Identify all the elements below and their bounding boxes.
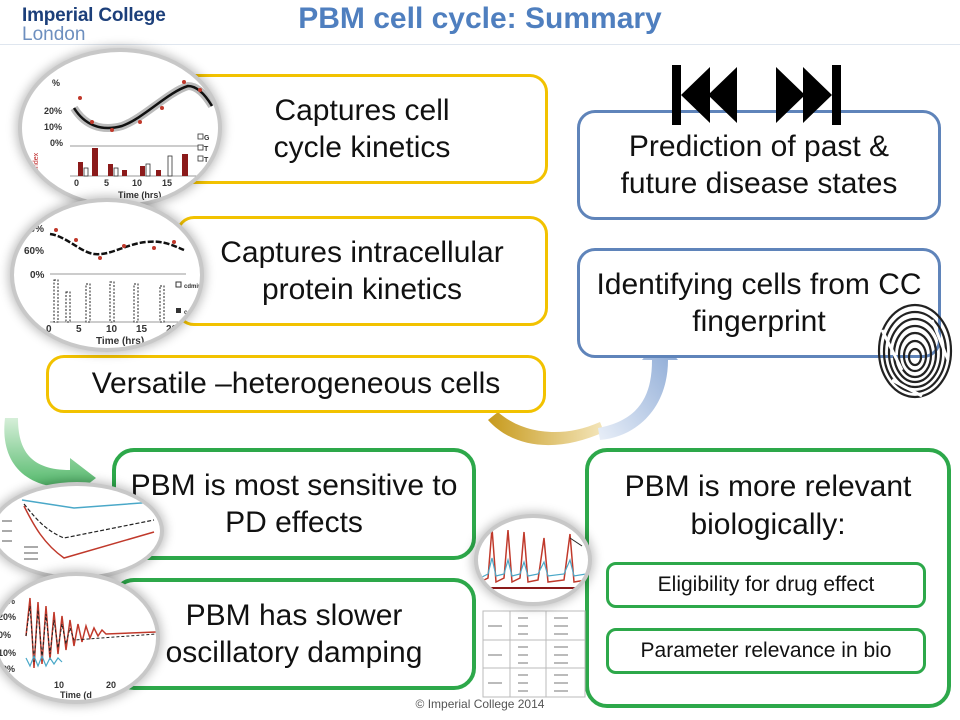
p2-ytick-2: 0% bbox=[30, 270, 45, 281]
p1-ylabel: Index bbox=[33, 152, 40, 170]
parameter-text: Parameter relevance in bio bbox=[640, 638, 892, 662]
p5-xtick-0: 10 bbox=[54, 680, 64, 690]
p2-xtick-1: 5 bbox=[76, 324, 82, 335]
captures-cell-cycle-box: Captures cell cycle kinetics bbox=[176, 74, 548, 184]
p1-ytick-1: 20% bbox=[44, 106, 62, 116]
p2-ytick-0: 20% bbox=[24, 224, 44, 235]
parameter-table bbox=[482, 610, 586, 698]
logo-line-1: Imperial College bbox=[22, 5, 166, 26]
slide-title: PBM cell cycle: Summary bbox=[298, 2, 662, 35]
p2-xlabel: Time (hrs) bbox=[96, 336, 144, 347]
p2-xtick-0: 0 bbox=[46, 324, 52, 335]
pbm-sensitive-box: PBM is most sensitive to PD effects bbox=[112, 448, 476, 560]
pd-effect-plot bbox=[2, 499, 155, 560]
cell-cycle-plot: % 20% 10% 0% 0 5 10 15 20 Time (hrs) G T… bbox=[33, 78, 216, 200]
damping-plot-circle: 0% 20% 0% 10% 0% 10 20 Time (d bbox=[0, 576, 156, 700]
damping-plot: 0% 20% 0% 10% 0% 10 20 Time (d bbox=[0, 596, 156, 700]
p5-xlabel: Time (d bbox=[60, 690, 92, 700]
p2-legend-0: cdmin bbox=[184, 284, 200, 290]
p2-ytick-1: 60% bbox=[24, 246, 44, 257]
cell-cycle-plot-circle: % 20% 10% 0% 0 5 10 15 20 Time (hrs) G T… bbox=[22, 52, 218, 204]
skip-back-icon bbox=[672, 65, 737, 125]
p1-legend-1: T bbox=[204, 146, 209, 153]
p1-ytick-3: 0% bbox=[50, 138, 63, 148]
eligibility-box: Eligibility for drug effect bbox=[606, 562, 926, 608]
p2-xtick-2: 10 bbox=[106, 324, 118, 335]
p1-legend-0: G bbox=[204, 135, 210, 142]
gold-arrow bbox=[488, 412, 604, 446]
prediction-box: Prediction of past & future disease stat… bbox=[577, 110, 941, 220]
footer-copyright: © Imperial College 2014 bbox=[415, 697, 545, 711]
p1-xtick-3: 15 bbox=[162, 178, 172, 188]
blue-arrow bbox=[598, 338, 678, 440]
title-divider bbox=[0, 44, 960, 45]
p1-ytick-2: 10% bbox=[44, 122, 62, 132]
p1-xtick-2: 10 bbox=[132, 178, 142, 188]
p5-ytick-2: 0% bbox=[0, 630, 11, 640]
identifying-text: Identifying cells from CC fingerprint bbox=[596, 267, 922, 339]
p5-ytick-1: 20% bbox=[0, 612, 16, 622]
p5-xtick-1: 20 bbox=[106, 680, 116, 690]
protein-plot-circle: 20% 60% 0% 0 5 10 15 20 Time (hrs) cdmin… bbox=[14, 202, 200, 348]
green-arrow bbox=[4, 418, 96, 498]
skip-forward-icon bbox=[776, 65, 841, 125]
imperial-logo: Imperial College London bbox=[22, 5, 166, 45]
p1-xtick-1: 5 bbox=[104, 178, 109, 188]
parameter-box: Parameter relevance in bio bbox=[606, 628, 926, 674]
prediction-text: Prediction of past & future disease stat… bbox=[620, 129, 898, 201]
spike-plot-circle bbox=[478, 518, 588, 602]
pbm-relevant-text: PBM is more relevant biologically: bbox=[624, 470, 912, 541]
eligibility-text: Eligibility for drug effect bbox=[657, 572, 875, 596]
fingerprint-icon bbox=[877, 303, 953, 399]
p1-legend-2: T bbox=[204, 157, 209, 164]
p2-xtick-3: 15 bbox=[136, 324, 148, 335]
p1-xlabel: Time (hrs) bbox=[118, 190, 161, 200]
pd-effect-plot-circle bbox=[0, 486, 160, 576]
captures-protein-text: Captures intracellular protein kinetics bbox=[220, 235, 504, 307]
pbm-damping-text: PBM has slower oscillatory damping bbox=[165, 598, 423, 670]
protein-plot: 20% 60% 0% 0 5 10 15 20 Time (hrs) cdmin… bbox=[24, 224, 200, 347]
skip-icons bbox=[672, 65, 841, 125]
captures-protein-box: Captures intracellular protein kinetics bbox=[176, 216, 548, 326]
spike-plot bbox=[479, 527, 587, 589]
p5-ytick-3: 10% bbox=[0, 648, 16, 658]
versatile-text: Versatile –heterogeneous cells bbox=[91, 367, 501, 401]
versatile-box: Versatile –heterogeneous cells bbox=[46, 355, 546, 413]
captures-cell-cycle-text: Captures cell cycle kinetics bbox=[273, 93, 451, 165]
logo-line-2: London bbox=[22, 24, 86, 45]
p1-ytick-0: % bbox=[52, 78, 60, 88]
p5-ytick-4: 0% bbox=[2, 664, 15, 674]
pbm-sensitive-text: PBM is most sensitive to PD effects bbox=[130, 468, 458, 540]
p1-xtick-0: 0 bbox=[74, 178, 79, 188]
pbm-damping-box: PBM has slower oscillatory damping bbox=[112, 578, 476, 690]
